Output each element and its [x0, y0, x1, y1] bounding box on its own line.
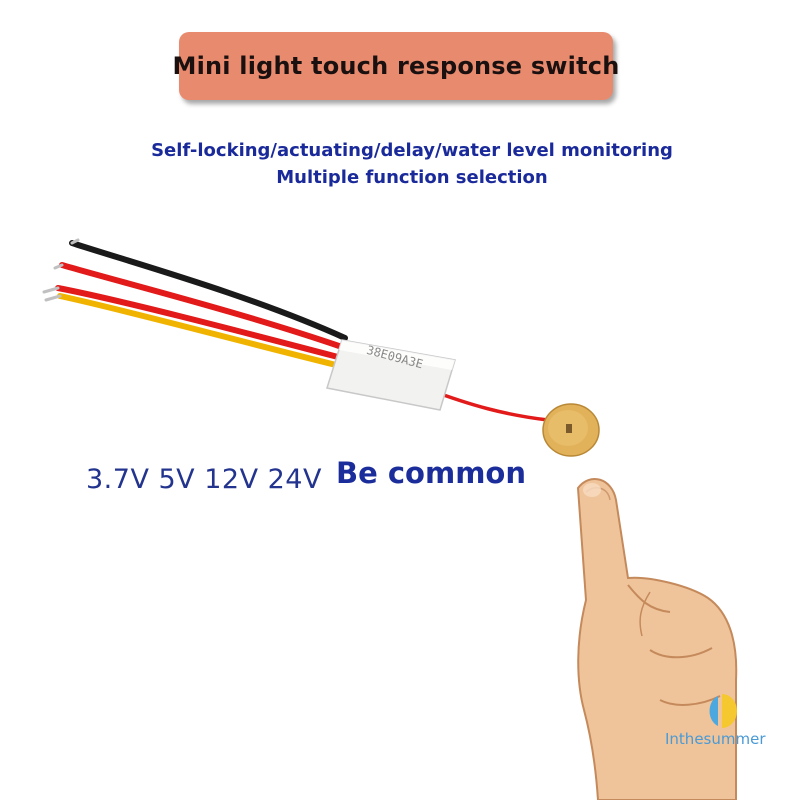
- wire-to-pad: [428, 388, 550, 422]
- brand-logo-icon: [709, 694, 737, 728]
- wire-red-1: [59, 262, 345, 350]
- subtitle-line2: Multiple function selection: [276, 167, 548, 188]
- title: Mini light touch response switch: [172, 52, 620, 80]
- wire-black: [69, 240, 348, 341]
- touch-switch-module: 38E09A3E: [326, 339, 456, 411]
- finger-hand: [576, 478, 738, 800]
- title-banner: Mini light touch response switch: [173, 32, 619, 100]
- subtitle-line1: Self-locking/actuating/delay/water level…: [151, 140, 673, 161]
- voltage-options: 3.7V 5V 12V 24V: [86, 464, 322, 495]
- wires: [42, 238, 550, 422]
- wire-yellow: [57, 293, 339, 368]
- brand-watermark: Inthesummer: [665, 730, 766, 748]
- touch-pad: [542, 403, 600, 457]
- wire-red-2: [55, 285, 341, 360]
- common-label: Be common: [336, 456, 526, 490]
